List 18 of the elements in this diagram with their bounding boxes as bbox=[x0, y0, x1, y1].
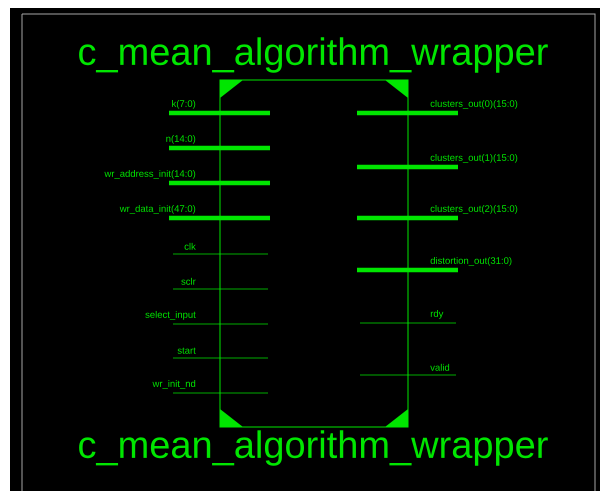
pin-label: clk bbox=[184, 242, 196, 250]
pin-label: wr_data_init(47:0) bbox=[120, 204, 196, 214]
pin-label: clusters_out(1)(15:0) bbox=[430, 154, 518, 163]
pin-label: select_input bbox=[145, 310, 196, 320]
pin-label: k(7:0) bbox=[172, 100, 196, 109]
block-symbol bbox=[220, 80, 408, 428]
pin-label: rdy bbox=[430, 310, 444, 319]
pin-label: start bbox=[178, 348, 196, 354]
pin-label: sclr bbox=[181, 278, 196, 285]
block-title: c_mean_algorithm_wrapper bbox=[79, 430, 548, 466]
pin-label: clusters_out(0)(15:0) bbox=[430, 100, 518, 109]
pin-label: distortion_out(31:0) bbox=[430, 256, 512, 266]
pin-label: n(14:0) bbox=[166, 134, 196, 144]
pin-label: wr_init_nd bbox=[152, 380, 196, 389]
pin-label: valid bbox=[430, 364, 450, 371]
pin-label: clusters_out(2)(15:0) bbox=[430, 204, 518, 214]
block-title: c_mean_algorithm_wrapper bbox=[79, 37, 548, 73]
pin-label: wr_address_init(14:0) bbox=[104, 170, 196, 179]
